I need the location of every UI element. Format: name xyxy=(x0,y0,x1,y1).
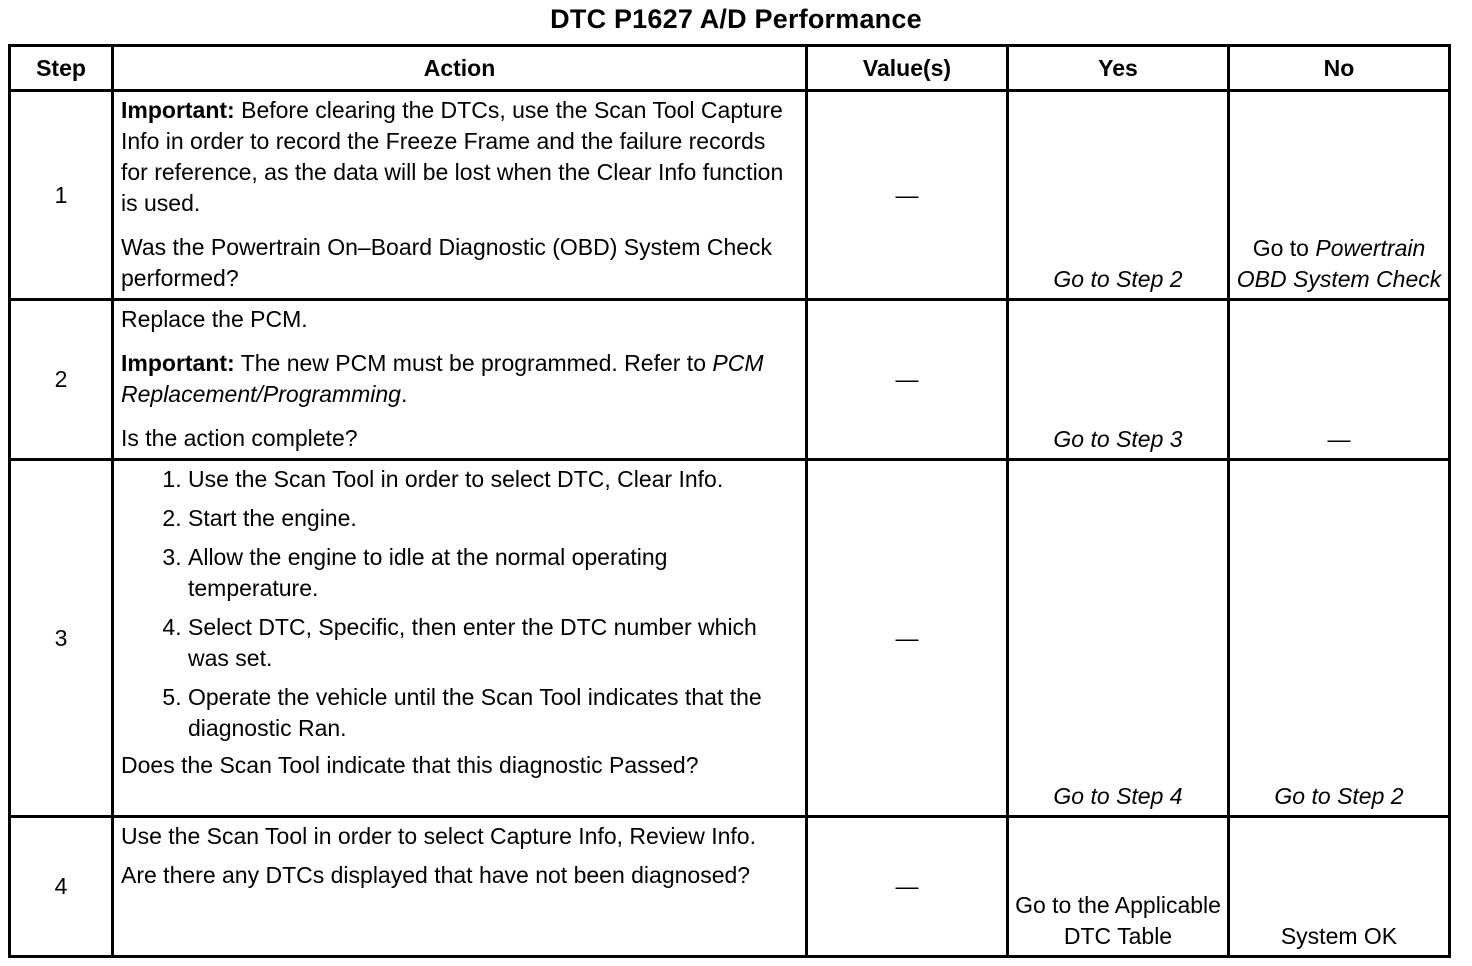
list-item: Select DTC, Specific, then enter the DTC… xyxy=(188,612,797,674)
important-text: Before clearing the DTCs, use the Scan T… xyxy=(121,97,784,216)
table-row: 3 Use the Scan Tool in order to select D… xyxy=(8,458,1451,818)
action-question: Are there any DTCs displayed that have n… xyxy=(121,862,751,888)
action-cell: Use the Scan Tool in order to select DTC… xyxy=(111,458,808,818)
yes-link[interactable]: Go to Step 2 xyxy=(1006,89,1230,301)
step-number: 1 xyxy=(8,89,114,301)
procedure-list: Use the Scan Tool in order to select DTC… xyxy=(121,464,797,744)
reference-link[interactable]: PCM Replacement/Programming xyxy=(121,350,764,407)
header-no: No xyxy=(1227,44,1451,92)
list-item: Allow the engine to idle at the normal o… xyxy=(188,542,797,604)
action-cell: Use the Scan Tool in order to select Cap… xyxy=(111,815,808,958)
no-cell: System OK xyxy=(1227,815,1451,958)
table-row: 2 Replace the PCM. Important: The new PC… xyxy=(8,298,1451,461)
step-number: 2 xyxy=(8,298,114,461)
no-cell: Go to Powertrain OBD System Check xyxy=(1227,89,1451,301)
table-row: 4 Use the Scan Tool in order to select C… xyxy=(8,815,1451,958)
list-item: Use the Scan Tool in order to select DTC… xyxy=(188,464,797,495)
action-question: Was the Powertrain On–Board Diagnostic (… xyxy=(121,234,773,291)
action-question: Is the action complete? xyxy=(121,425,358,451)
header-values: Value(s) xyxy=(805,44,1009,92)
diagnostic-table: Step Action Value(s) Yes No 1 Important:… xyxy=(8,44,1451,958)
table-header-row: Step Action Value(s) Yes No xyxy=(8,44,1451,92)
value-cell: — xyxy=(805,298,1009,461)
no-prefix: Go to xyxy=(1252,235,1316,261)
step-number: 4 xyxy=(8,815,114,958)
value-cell: — xyxy=(805,89,1009,301)
no-link[interactable]: Go to Step 2 xyxy=(1227,458,1451,818)
yes-cell: Go to the Applicable DTC Table xyxy=(1006,815,1230,958)
action-cell: Replace the PCM. Important: The new PCM … xyxy=(111,298,808,461)
value-cell: — xyxy=(805,458,1009,818)
action-cell: Important: Before clearing the DTCs, use… xyxy=(111,89,808,301)
important-end: . xyxy=(400,381,408,407)
yes-link[interactable]: Go to Step 4 xyxy=(1006,458,1230,818)
yes-link[interactable]: Go to Step 3 xyxy=(1006,298,1230,461)
header-step: Step xyxy=(8,44,114,92)
important-text: The new PCM must be programmed. Refer to xyxy=(234,350,713,376)
important-note: Important: The new PCM must be programme… xyxy=(121,348,797,410)
step-number: 3 xyxy=(8,458,114,818)
list-item: Operate the vehicle until the Scan Tool … xyxy=(188,682,797,744)
no-link[interactable]: Powertrain OBD System Check xyxy=(1236,235,1442,292)
no-cell: — xyxy=(1227,298,1451,461)
action-instruction: Replace the PCM. xyxy=(121,306,308,332)
value-cell: — xyxy=(805,815,1009,958)
table-row: 1 Important: Before clearing the DTCs, u… xyxy=(8,89,1451,301)
header-yes: Yes xyxy=(1006,44,1230,92)
page-title: DTC P1627 A/D Performance xyxy=(550,4,922,34)
header-action: Action xyxy=(111,44,808,92)
important-note: Important: Before clearing the DTCs, use… xyxy=(121,95,797,219)
action-instruction: Use the Scan Tool in order to select Cap… xyxy=(121,823,756,849)
important-label: Important: xyxy=(121,97,235,123)
list-item: Start the engine. xyxy=(188,503,797,534)
important-label: Important: xyxy=(121,350,235,376)
action-question: Does the Scan Tool indicate that this di… xyxy=(121,752,699,778)
